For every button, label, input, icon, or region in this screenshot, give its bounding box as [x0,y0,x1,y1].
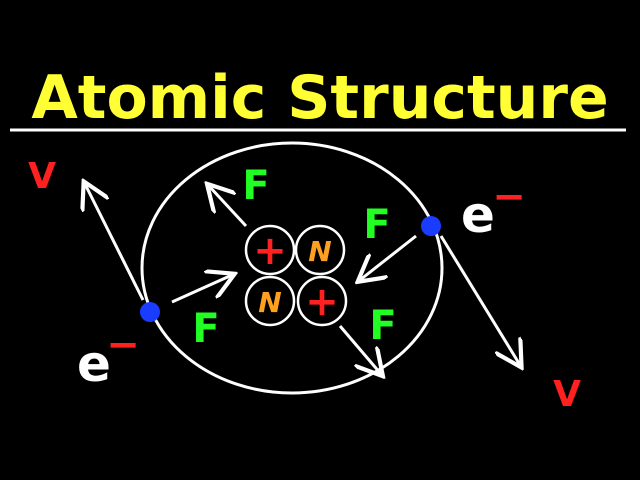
velocity-arrows [85,184,520,365]
electron-charge: − [106,322,140,368]
electron-label-left: e − [77,322,140,393]
right-electron-attraction-arrow [360,234,417,280]
proton-bottom-right: + [296,275,348,327]
left-electron-attraction-arrow [171,275,232,304]
velocity-label-right: V [553,374,581,415]
neutron-symbol: N [308,235,331,268]
nucleus-repulsion-arrow-down-right [338,325,381,374]
proton-top-left: + [244,224,296,276]
electron-label-right: e − [461,174,526,244]
atom-orbit-outline [140,141,444,395]
neutron-symbol: N [258,286,281,319]
proton-symbol: + [305,279,339,325]
nucleus-repulsion-arrow-up-left [209,186,248,228]
nucleus: + N N + [244,224,348,327]
proton-symbol: + [253,228,287,274]
left-velocity-arrow [85,184,145,301]
electron-symbol: e [461,186,495,244]
velocity-label-left: V [28,156,56,197]
electron-symbol: e [77,335,111,393]
right-velocity-arrow [439,235,520,365]
force-label-right: F [363,202,390,248]
force-label-top: F [242,163,269,209]
neutron-bottom-left: N [244,275,296,327]
electron-dot-left [140,302,160,322]
force-arrows [171,186,417,374]
force-label-bottom: F [369,303,396,349]
page-title: Atomic Structure [31,63,608,133]
electron-charge: − [492,174,526,220]
force-label-left: F [192,306,219,352]
neutron-top-right: N [294,224,346,276]
electron-dot-right [421,216,441,236]
